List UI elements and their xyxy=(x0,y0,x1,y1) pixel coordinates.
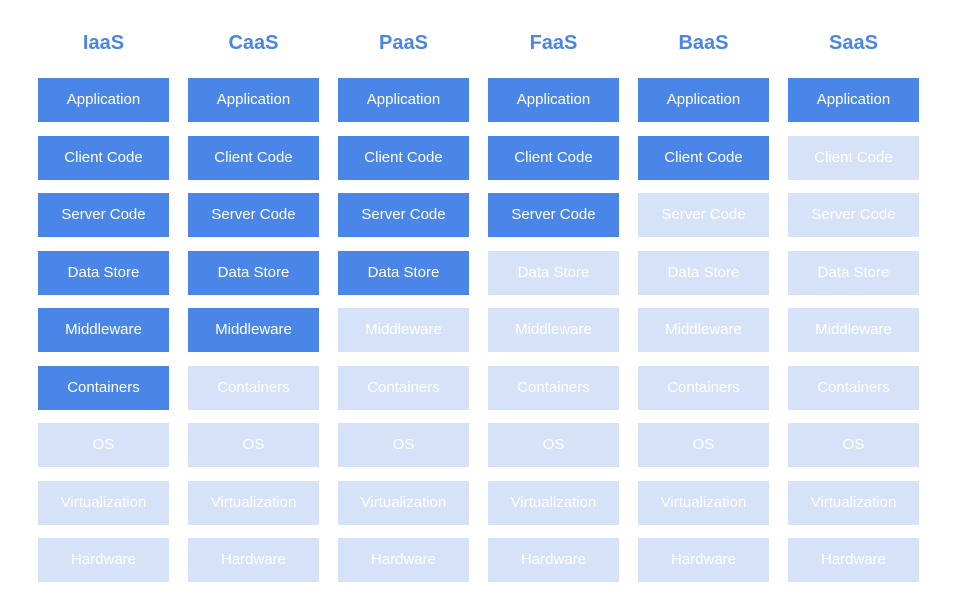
layer-os: OS xyxy=(338,423,469,467)
layer-virtualization: Virtualization xyxy=(38,481,169,525)
layer-os: OS xyxy=(488,423,619,467)
column-header: IaaS xyxy=(82,32,125,54)
layer-hardware: Hardware xyxy=(338,538,469,582)
layer-middleware: Middleware xyxy=(188,308,319,352)
layer-data-store: Data Store xyxy=(638,251,769,295)
layer-server-code: Server Code xyxy=(488,193,619,237)
layer-data-store: Data Store xyxy=(38,251,169,295)
layer-os: OS xyxy=(38,423,169,467)
layer-application: Application xyxy=(638,78,769,122)
layer-virtualization: Virtualization xyxy=(638,481,769,525)
layer-virtualization: Virtualization xyxy=(188,481,319,525)
layer-client-code: Client Code xyxy=(788,136,919,180)
layer-containers: Containers xyxy=(638,366,769,410)
column-header: FaaS xyxy=(529,32,578,54)
layer-os: OS xyxy=(188,423,319,467)
layer-server-code: Server Code xyxy=(188,193,319,237)
layer-hardware: Hardware xyxy=(638,538,769,582)
layer-virtualization: Virtualization xyxy=(338,481,469,525)
column-header: SaaS xyxy=(829,32,878,54)
layer-middleware: Middleware xyxy=(638,308,769,352)
layer-data-store: Data Store xyxy=(488,251,619,295)
layer-data-store: Data Store xyxy=(188,251,319,295)
layer-os: OS xyxy=(788,423,919,467)
layer-containers: Containers xyxy=(488,366,619,410)
layer-middleware: Middleware xyxy=(788,308,919,352)
layer-application: Application xyxy=(188,78,319,122)
layer-application: Application xyxy=(488,78,619,122)
layer-application: Application xyxy=(788,78,919,122)
column-header: CaaS xyxy=(228,32,279,54)
layer-hardware: Hardware xyxy=(188,538,319,582)
layer-data-store: Data Store xyxy=(788,251,919,295)
layer-os: OS xyxy=(638,423,769,467)
layer-containers: Containers xyxy=(338,366,469,410)
layer-data-store: Data Store xyxy=(338,251,469,295)
layer-client-code: Client Code xyxy=(638,136,769,180)
layer-containers: Containers xyxy=(188,366,319,410)
layer-middleware: Middleware xyxy=(488,308,619,352)
layer-containers: Containers xyxy=(38,366,169,410)
layer-server-code: Server Code xyxy=(338,193,469,237)
layer-client-code: Client Code xyxy=(488,136,619,180)
layer-application: Application xyxy=(338,78,469,122)
layer-server-code: Server Code xyxy=(638,193,769,237)
layer-server-code: Server Code xyxy=(38,193,169,237)
layer-server-code: Server Code xyxy=(788,193,919,237)
column-header: PaaS xyxy=(379,32,428,54)
layer-hardware: Hardware xyxy=(38,538,169,582)
layer-client-code: Client Code xyxy=(188,136,319,180)
layer-virtualization: Virtualization xyxy=(488,481,619,525)
layer-middleware: Middleware xyxy=(38,308,169,352)
layer-client-code: Client Code xyxy=(338,136,469,180)
column-header: BaaS xyxy=(678,32,729,54)
layer-containers: Containers xyxy=(788,366,919,410)
layer-hardware: Hardware xyxy=(788,538,919,582)
layer-virtualization: Virtualization xyxy=(788,481,919,525)
layer-middleware: Middleware xyxy=(338,308,469,352)
layer-application: Application xyxy=(38,78,169,122)
layer-hardware: Hardware xyxy=(488,538,619,582)
layer-client-code: Client Code xyxy=(38,136,169,180)
